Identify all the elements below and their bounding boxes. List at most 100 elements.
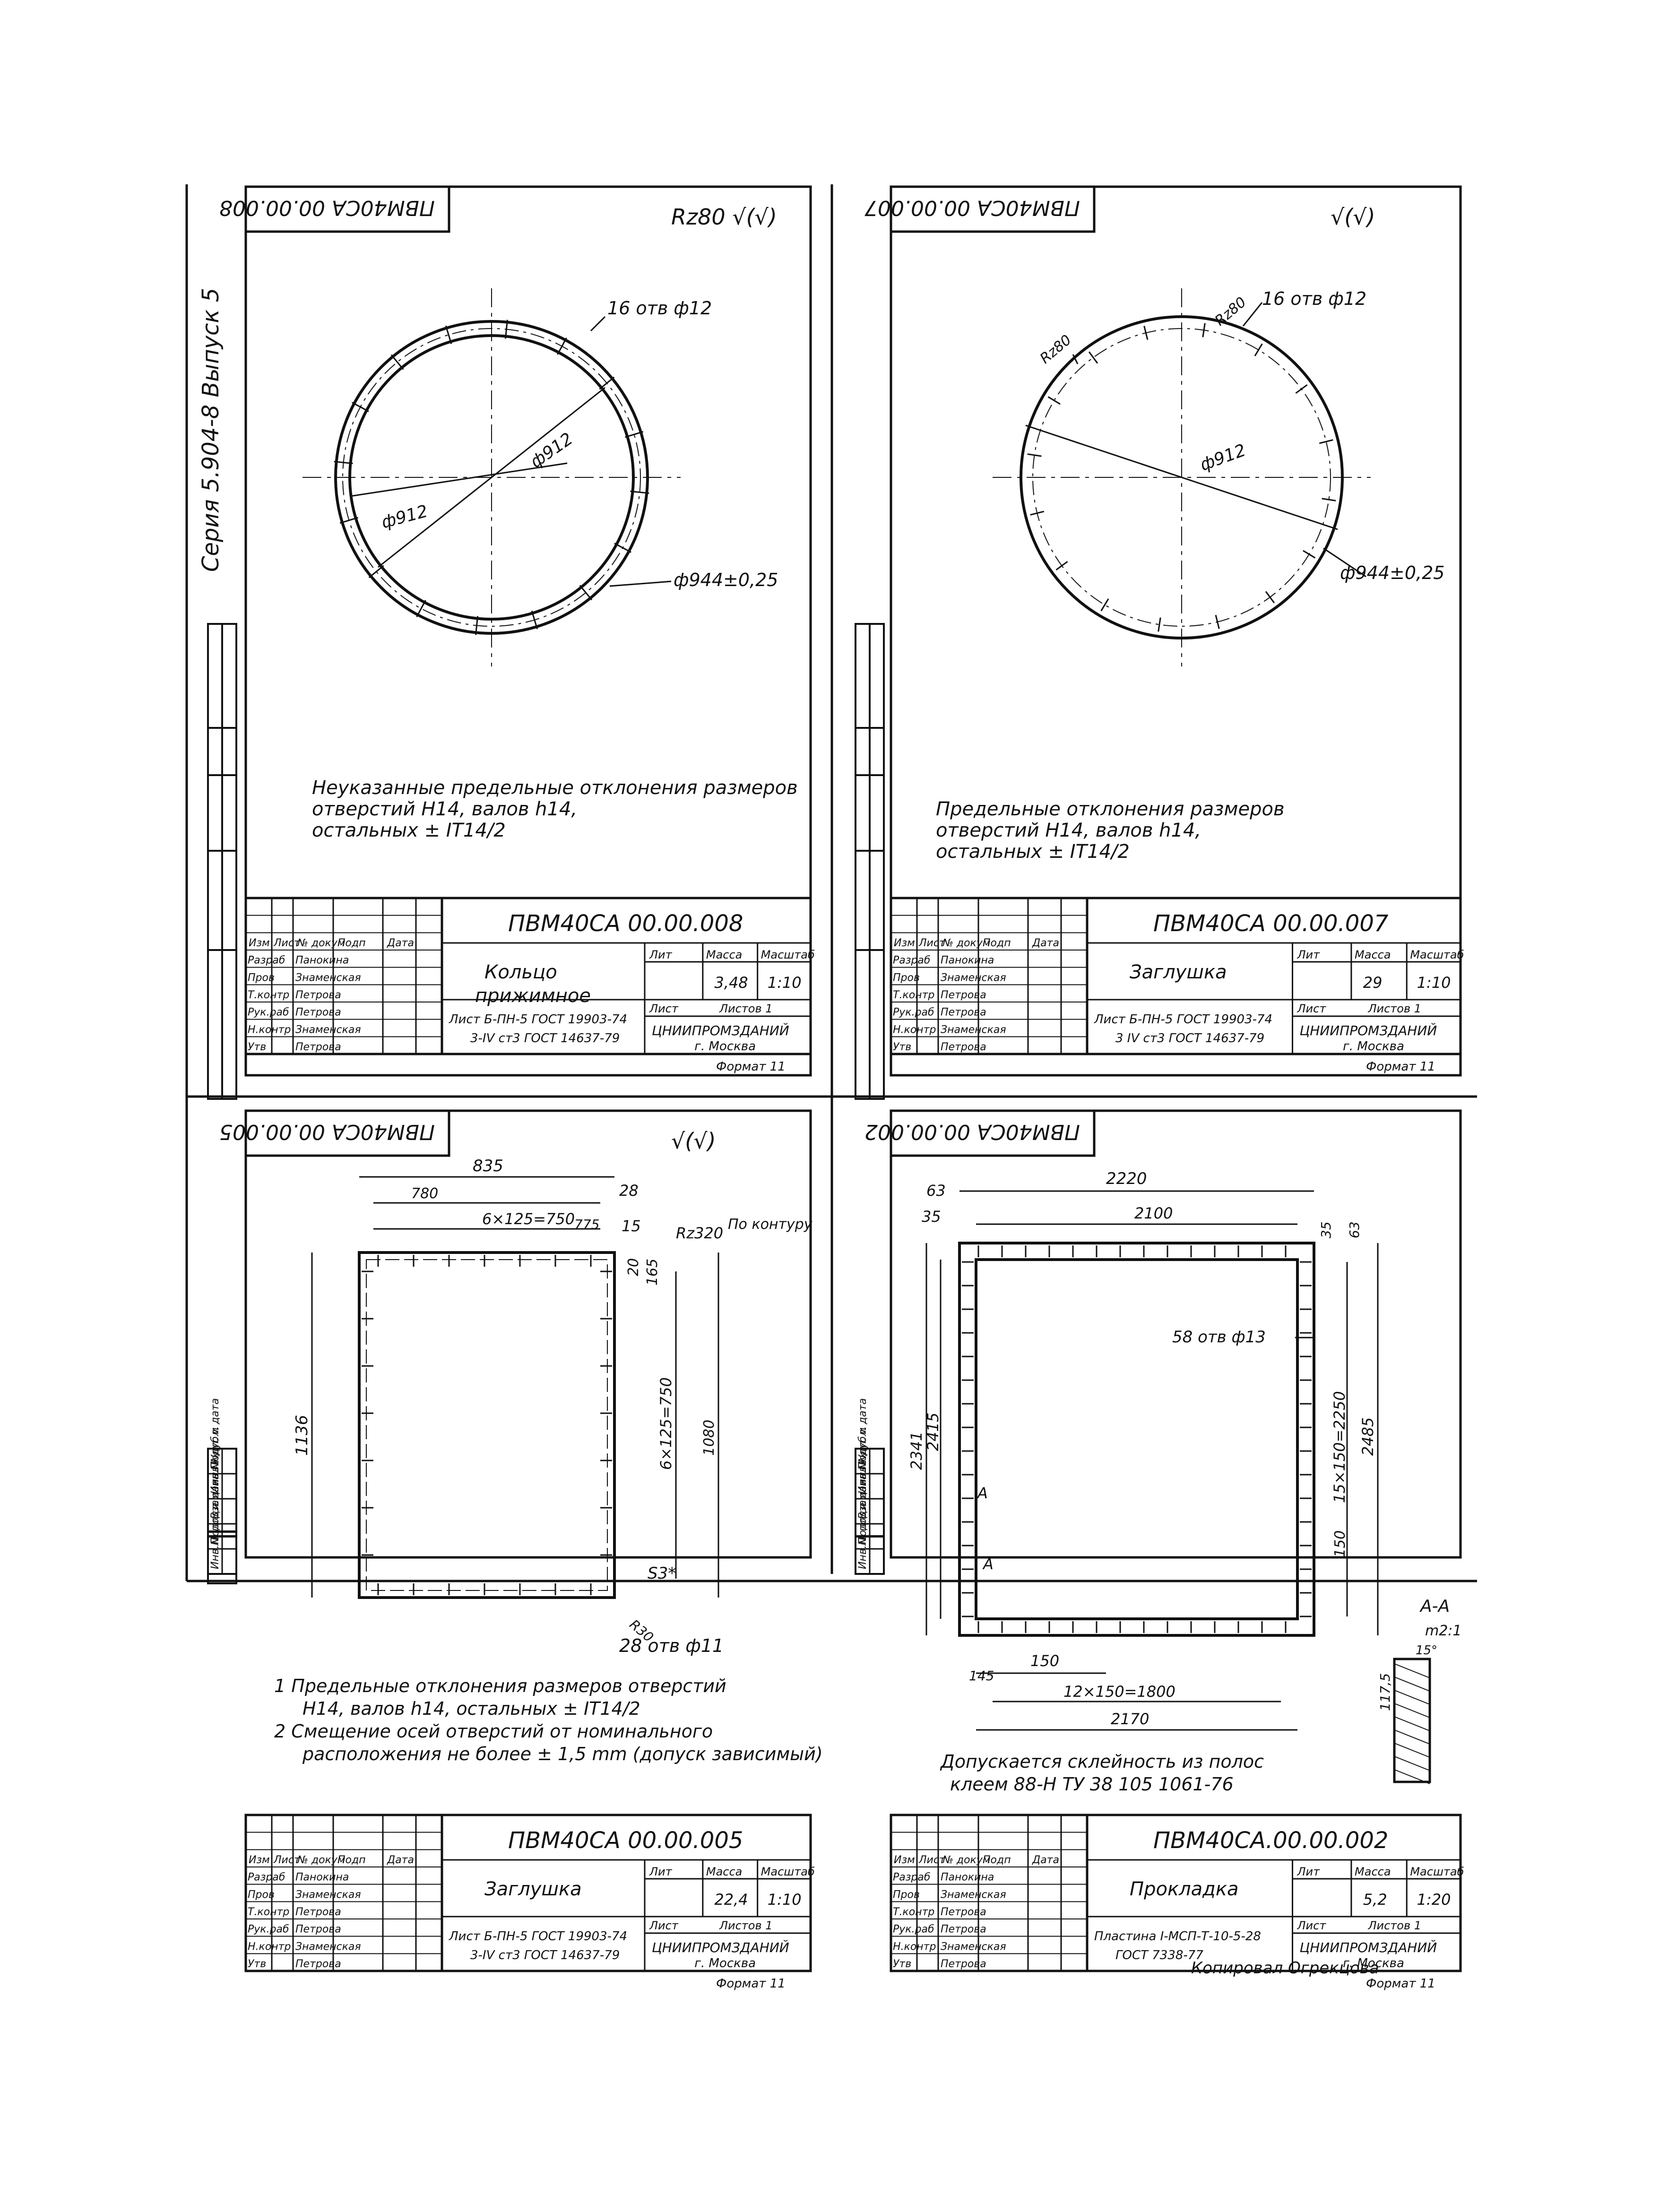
dim-holes: 16 отв ф12 xyxy=(607,298,712,319)
org-name: ЦНИИПРОМЗДАНИЙ xyxy=(1300,1939,1437,1955)
section-mark: A xyxy=(982,1555,994,1573)
copyist-note: Копировал Огрекцова xyxy=(1191,1959,1379,1978)
title-name: Петрова xyxy=(941,1007,986,1019)
title-name: Знаменская xyxy=(295,1941,361,1953)
section-view xyxy=(1393,1658,1431,1783)
format-label: Формат 11 xyxy=(1366,1977,1435,1991)
dim-outer-dia: ф944±0,25 xyxy=(1340,562,1444,583)
dim-text: 63 xyxy=(1347,1221,1362,1238)
label-lit: Лит xyxy=(649,948,673,961)
drawing-name: Кольцо xyxy=(484,961,557,983)
drawing-frame xyxy=(890,1109,1462,1559)
title-header: Лист xyxy=(273,937,301,949)
mirrored-code: ПВМ40СА 00.00.002 xyxy=(864,1120,1080,1144)
section-hatch xyxy=(1394,1756,1430,1771)
mirrored-code-box xyxy=(890,185,1096,233)
label-listov: Листов 1 xyxy=(719,1002,773,1015)
format-label: Формат 11 xyxy=(1366,1060,1435,1074)
title-role: Пров xyxy=(893,1889,920,1901)
dim-text: 12×150=1800 xyxy=(1063,1683,1175,1701)
hole-mark xyxy=(1100,598,1109,612)
section-hatch xyxy=(1394,1690,1430,1705)
side-strip-label: Подп. и дата xyxy=(209,1398,221,1469)
mass-value: 5,2 xyxy=(1363,1891,1387,1909)
title-header: Лист xyxy=(273,1854,301,1866)
side-stamp-strip-top-right xyxy=(855,623,885,1100)
format-label: Формат 11 xyxy=(716,1060,786,1074)
drawing-code: ПВМ40СА 00.00.008 xyxy=(508,910,743,937)
section-hatch xyxy=(1394,1676,1430,1692)
label-list: Лист xyxy=(649,1919,679,1932)
material-line-2: 3-IV ст3 ГОСТ 14637-79 xyxy=(470,1948,620,1962)
roughness-symbol: Rz80 √(√) xyxy=(671,204,777,230)
title-role: Утв xyxy=(248,1958,266,1970)
dim-text: 15×150=2250 xyxy=(1331,1391,1348,1503)
dim-text: 2415 xyxy=(924,1413,942,1451)
side-stamp-strip-top-left xyxy=(207,623,237,1100)
title-role: Пров xyxy=(248,1889,275,1901)
dim-text: 117,5 xyxy=(1377,1673,1393,1711)
hole-mark xyxy=(1088,351,1098,364)
org-name: ЦНИИПРОМЗДАНИЙ xyxy=(652,1939,789,1955)
label-lit: Лит xyxy=(1297,1865,1321,1878)
side-strip-label: Подп. и дата xyxy=(209,1473,221,1544)
title-role: Рук.раб xyxy=(248,1007,289,1019)
label-mass: Масса xyxy=(1355,948,1391,961)
hole-mark xyxy=(1319,439,1333,444)
material-line-2: 3 IV ст3 ГОСТ 14637-79 xyxy=(1115,1031,1264,1046)
label-listov: Листов 1 xyxy=(1367,1919,1421,1932)
dim-line xyxy=(378,387,605,568)
title-role: Разраб xyxy=(248,1872,285,1884)
dim-text: 150 xyxy=(1332,1530,1348,1557)
section-hatch xyxy=(1394,1729,1430,1745)
title-header: № докум xyxy=(297,1854,345,1866)
hole-mark xyxy=(599,376,615,390)
title-header: Изм xyxy=(894,937,915,949)
dim-text: 6×125=750 xyxy=(657,1377,675,1470)
title-role: Пров xyxy=(248,972,275,984)
title-role: Утв xyxy=(893,1041,911,1053)
dim-line xyxy=(1025,424,1338,530)
label-list: Лист xyxy=(649,1002,679,1015)
side-strip-label: Инв.№ дубл. xyxy=(209,1426,221,1494)
drawing-code: ПВМ40СА.00.00.002 xyxy=(1153,1827,1388,1854)
mirrored-code-box xyxy=(244,185,450,233)
title-role: Утв xyxy=(248,1041,266,1053)
title-name: Панокина xyxy=(295,955,349,967)
city-name: г. Москва xyxy=(1343,1039,1404,1054)
title-name: Петрова xyxy=(295,1924,341,1936)
material-line-1: Лист Б-ПН-5 ГОСТ 19903-74 xyxy=(449,1929,627,1944)
title-name: Знаменская xyxy=(941,1889,1006,1901)
dim-text: 63 xyxy=(926,1182,946,1200)
title-role: Т.контр xyxy=(248,1906,289,1918)
dim-text: 28 xyxy=(619,1182,639,1200)
material-line-2: ГОСТ 7338-77 xyxy=(1115,1948,1203,1962)
note-line: расположения не более ± 1,5 mm (допуск з… xyxy=(302,1744,823,1764)
hole-mark xyxy=(416,600,426,617)
note-line: H14, валов h14, остальных ± IT14/2 xyxy=(302,1698,640,1719)
drawing-name: Заглушка xyxy=(1130,961,1227,983)
title-header: Изм xyxy=(894,1854,915,1866)
note-line: Допускается склейность из полос xyxy=(940,1751,1264,1772)
label-scale: Масштаб xyxy=(761,1865,815,1878)
dim-text: 835 xyxy=(473,1157,503,1175)
title-name: Петрова xyxy=(295,989,341,1001)
bolt-line xyxy=(366,1259,608,1591)
label-mass: Масса xyxy=(706,1865,743,1878)
hole-mark xyxy=(1215,614,1220,629)
format-label: Формат 11 xyxy=(716,1977,786,1991)
label-mass: Масса xyxy=(1355,1865,1391,1878)
mirrored-code: ПВМ40СА 00.00.008 xyxy=(219,196,435,220)
mass-value: 29 xyxy=(1363,974,1383,992)
hole-mark xyxy=(1254,343,1263,356)
label-lit: Лит xyxy=(649,1865,673,1878)
dim-text: 35 xyxy=(922,1208,941,1226)
dim-text: 145 xyxy=(969,1668,994,1684)
section-mark: A xyxy=(977,1484,988,1502)
dim-text: 35 xyxy=(1318,1221,1334,1238)
drawing-code: ПВМ40СА 00.00.007 xyxy=(1153,910,1389,937)
title-name: Петрова xyxy=(941,1906,986,1918)
